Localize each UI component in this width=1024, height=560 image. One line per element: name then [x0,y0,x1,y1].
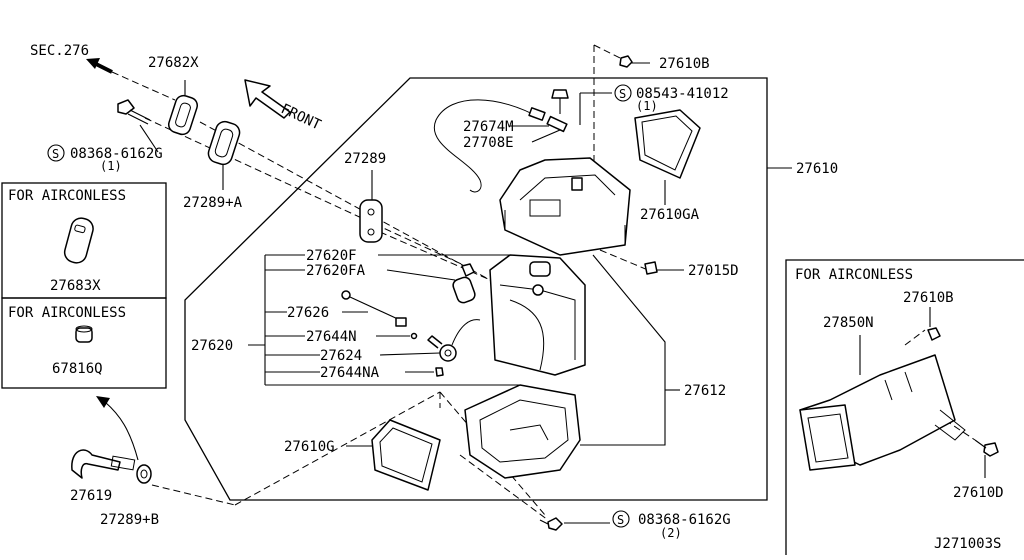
cylinder-27620fa [452,276,476,304]
actuator-27624 [427,319,481,362]
gasket-27289 [359,199,383,243]
bolt-27610d [974,439,999,457]
rod-27626 [341,290,407,327]
clip-27015d [644,261,658,275]
label-27610ga: 27610GA [640,207,700,223]
label-27626: 27626 [287,305,329,321]
inset-box-27850n [785,259,1024,555]
bolt-08368-top [117,99,151,125]
hose-27619 [71,449,136,479]
s-symbol-08368-bottom: S [612,510,630,528]
grommet-27289b [136,464,152,484]
label-27850n: 27850N [823,315,874,331]
gasket-27682x [167,94,199,136]
gasket-27289a [207,120,241,166]
clip-27610b-right [927,327,941,341]
gasket-27610ga [634,109,701,179]
svg-text:S: S [52,147,59,161]
front-arrow [244,79,291,119]
duct-27850n [799,354,966,471]
label-27610b-right: 27610B [903,290,954,306]
label-27644na: 27644NA [320,365,380,381]
label-27610g: 27610G [284,439,335,455]
label-08543-qty: (1) [636,99,658,113]
label-for-airconless-3: FOR AIRCONLESS [795,267,913,283]
label-27619: 27619 [70,488,112,504]
label-27620fa: 27620FA [306,263,366,279]
curved-arrow [96,396,139,461]
bracket-27620 [248,254,520,386]
screw-08543 [551,89,569,114]
inset-part-67816q [75,325,93,343]
sec276-arrow [86,58,113,74]
label-08543-41012: 08543-41012 [636,86,729,102]
label-27674m: 27674M [463,119,514,135]
label-27610b-top: 27610B [659,56,710,72]
harness-27674m [433,99,568,193]
label-27620: 27620 [191,338,233,354]
label-27612: 27612 [684,383,726,399]
label-27289b: 27289+B [100,512,159,528]
part-27644n [410,332,418,340]
label-08368-top: 08368-6162G [70,146,163,162]
label-27289: 27289 [344,151,386,167]
label-27624: 27624 [320,348,362,364]
lower-case-27612 [464,384,581,479]
svg-text:S: S [619,87,626,101]
label-67816q: 67816Q [52,361,103,377]
label-for-airconless-1: FOR AIRCONLESS [8,188,126,204]
label-front: FRONT [278,101,323,134]
label-for-airconless-2: FOR AIRCONLESS [8,305,126,321]
bolt-27620f [461,263,475,277]
label-27015d: 27015D [688,263,739,279]
part-27644na [435,367,444,377]
gasket-27610g [371,419,441,491]
s-symbol-08368-top: S [47,144,65,162]
inset-box-67816q [1,297,167,389]
label-27620f: 27620F [306,248,357,264]
s-symbol-08543: S [614,84,632,102]
upper-case-27610 [499,157,631,256]
label-27610d: 27610D [953,485,1004,501]
label-27683x: 27683X [50,278,101,294]
label-27289a: 27289+A [183,195,243,211]
bolt-08368-bottom [539,517,563,531]
svg-text:S: S [617,513,624,527]
label-27682x: 27682X [148,55,199,71]
label-08368-top-qty: (1) [100,159,122,173]
label-27610: 27610 [796,161,838,177]
clip-27610b-top [619,55,633,68]
diagram-code: J271003S [934,536,1001,552]
leader-lines [139,62,986,524]
label-08368-bottom-qty: (2) [660,526,682,540]
unit-27620 [489,254,586,376]
label-27644n: 27644N [306,329,357,345]
inset-part-27683x [63,217,94,264]
label-27708e: 27708E [463,135,514,151]
label-08368-bottom: 08368-6162G [638,512,731,528]
label-sec276: SEC.276 [30,43,89,59]
main-assembly-frame [184,77,768,501]
